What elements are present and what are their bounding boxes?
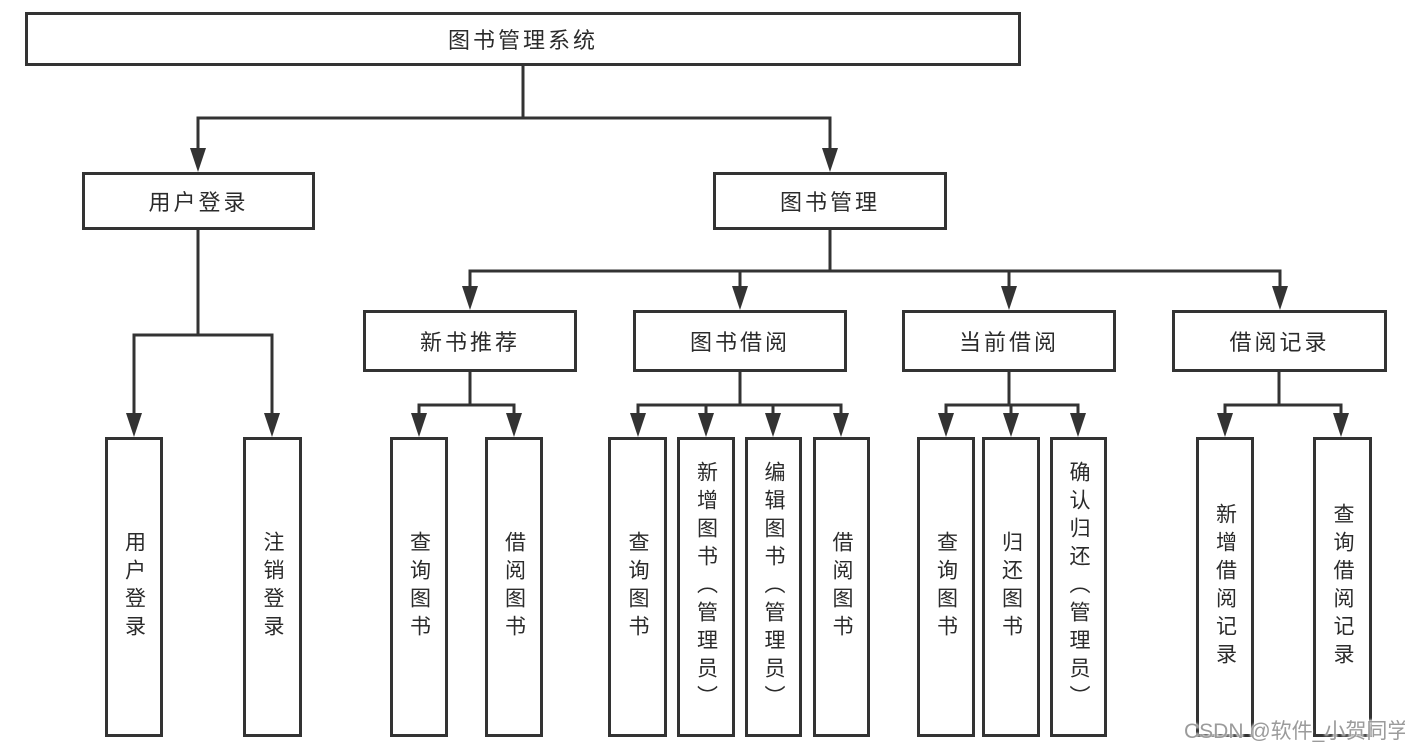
leaf-query-books-recommend-label: 查询图书	[407, 531, 431, 643]
leaf-edit-book-admin-label: 编辑图书（管理员）	[762, 461, 785, 713]
node-book-management-label: 图书管理	[779, 190, 880, 215]
leaf-user-login: 用户登录	[105, 437, 163, 737]
leaf-return-book-label: 归还图书	[999, 531, 1023, 643]
leaf-query-books-recommend: 查询图书	[390, 437, 448, 737]
node-new-book-recommend: 新书推荐	[363, 310, 577, 372]
leaf-add-borrow-record-label: 新增借阅记录	[1213, 503, 1237, 671]
node-borrow-records: 借阅记录	[1172, 310, 1387, 372]
node-book-borrow: 图书借阅	[633, 310, 847, 372]
node-current-borrow-label: 当前借阅	[958, 330, 1059, 355]
leaf-query-books-borrow-label: 查询图书	[626, 531, 649, 643]
node-new-book-recommend-label: 新书推荐	[419, 330, 520, 355]
leaf-borrow-books-recommend-label: 借阅图书	[502, 531, 526, 643]
node-book-management: 图书管理	[713, 172, 947, 230]
leaf-logout-label: 注销登录	[261, 531, 284, 643]
node-root: 图书管理系统	[25, 12, 1021, 66]
node-user-login-label: 用户登录	[148, 190, 249, 215]
node-borrow-records-label: 借阅记录	[1229, 330, 1330, 355]
leaf-query-borrow-record-label: 查询借阅记录	[1331, 503, 1354, 671]
node-book-borrow-label: 图书借阅	[689, 330, 790, 355]
leaf-return-book: 归还图书	[982, 437, 1040, 737]
leaf-query-books-current: 查询图书	[917, 437, 975, 737]
arrowheads	[126, 148, 1349, 437]
leaf-add-book-admin: 新增图书（管理员）	[677, 437, 735, 737]
node-user-login: 用户登录	[82, 172, 315, 230]
csdn-watermark: CSDN @软件_小贺同学	[1184, 720, 1405, 743]
node-current-borrow: 当前借阅	[902, 310, 1116, 372]
leaf-query-borrow-record: 查询借阅记录	[1313, 437, 1372, 737]
leaf-user-login-label: 用户登录	[122, 531, 146, 643]
leaf-confirm-return-admin: 确认归还（管理员）	[1050, 437, 1107, 737]
leaf-logout: 注销登录	[243, 437, 302, 737]
leaf-add-book-admin-label: 新增图书（管理员）	[694, 461, 718, 713]
leaf-query-books-current-label: 查询图书	[934, 531, 958, 643]
leaf-add-borrow-record: 新增借阅记录	[1196, 437, 1254, 737]
leaf-borrow-books-recommend: 借阅图书	[485, 437, 543, 737]
leaf-query-books-borrow: 查询图书	[608, 437, 667, 737]
leaf-borrow-books: 借阅图书	[813, 437, 870, 737]
node-root-label: 图书管理系统	[447, 28, 598, 53]
leaf-borrow-books-label: 借阅图书	[830, 531, 853, 643]
leaf-confirm-return-admin-label: 确认归还（管理员）	[1067, 461, 1090, 713]
leaf-edit-book-admin: 编辑图书（管理员）	[745, 437, 802, 737]
